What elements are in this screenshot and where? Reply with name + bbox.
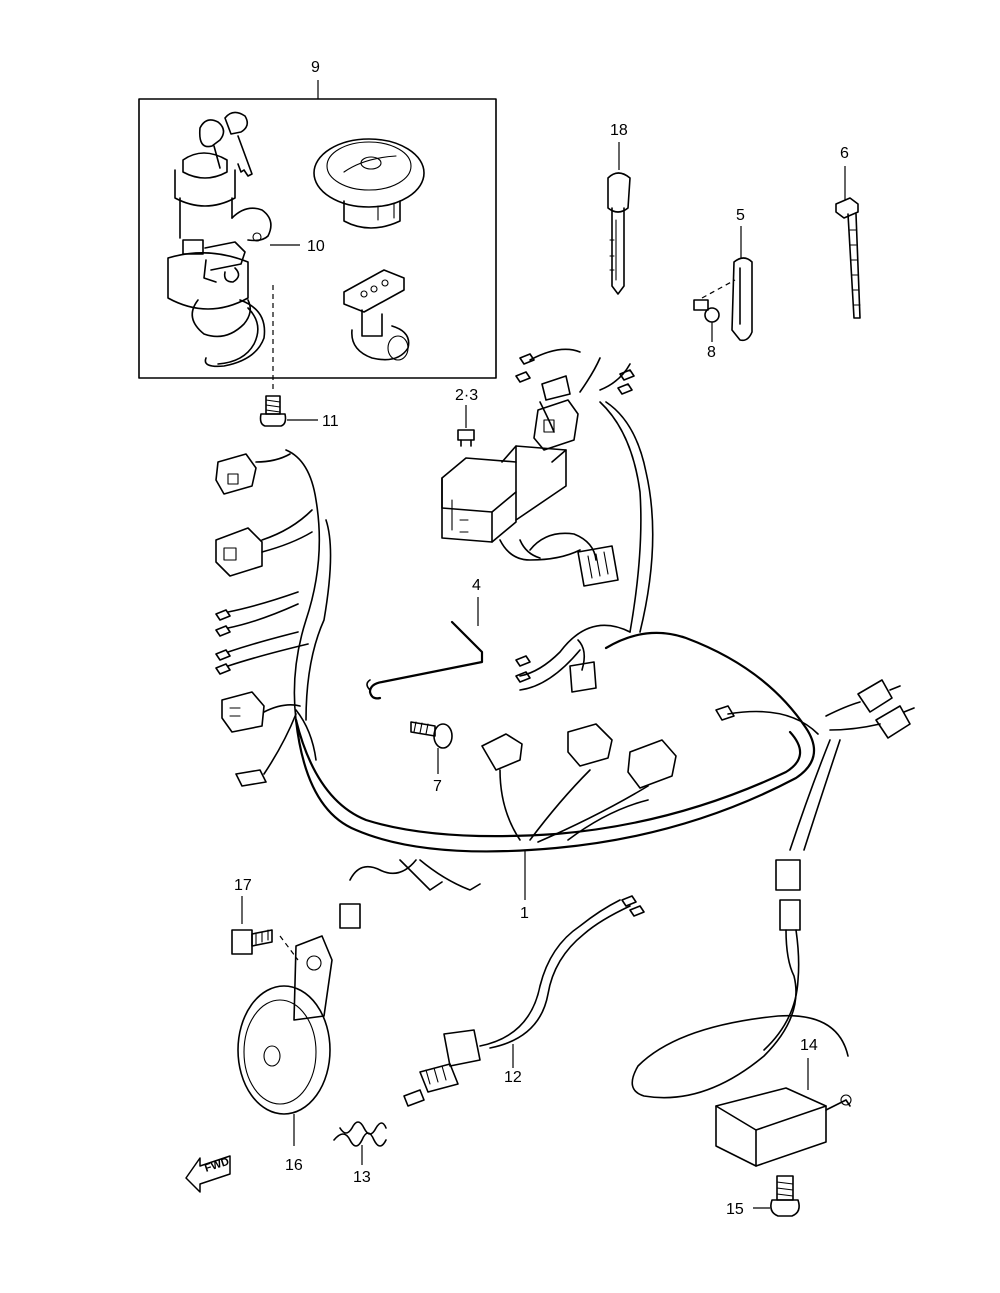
- callout-12: 12: [504, 1069, 522, 1086]
- callout-10: 10: [307, 238, 325, 255]
- callout-14: 14: [800, 1037, 818, 1054]
- callout-labels: 9 10 11 2·3 4 7 18 6 5 8 1 17 12 14 16 1…: [234, 59, 849, 1218]
- callout-4: 4: [472, 577, 481, 594]
- part-11-screw: [259, 395, 318, 427]
- connector-b: [215, 527, 263, 577]
- part-1-main-harness: [215, 348, 915, 931]
- part-16-horn: [237, 935, 333, 1146]
- part-7-screw: [410, 721, 453, 774]
- dashed-guide-8: [701, 279, 736, 299]
- part-10-ignition-switch: [167, 111, 272, 368]
- part-8-screw: [693, 299, 720, 342]
- part-2-3-fuse-box: [441, 405, 619, 587]
- fuel-cap-lock: [313, 138, 425, 229]
- part-14-switch: [631, 929, 852, 1167]
- part-4-rod: [366, 597, 484, 700]
- part-12-switch-cable: [403, 895, 645, 1107]
- callout-17: 17: [234, 877, 252, 894]
- part-18-key: [607, 142, 631, 295]
- part-9-lock-set-group: [138, 80, 497, 379]
- connector-d: [235, 769, 267, 787]
- callout-13: 13: [353, 1169, 371, 1186]
- callout-6: 6: [840, 145, 849, 162]
- callout-2-3: 2·3: [455, 387, 478, 404]
- callout-18: 18: [610, 122, 628, 139]
- forward-arrow-icon: FWD: [185, 1155, 231, 1193]
- callout-15: 15: [726, 1201, 744, 1218]
- callout-1: 1: [520, 905, 529, 922]
- part-15-bolt: [753, 1175, 800, 1217]
- part-6-cable-tie: [835, 166, 861, 319]
- seat-lock-cylinder: [343, 269, 410, 361]
- connector-a: [215, 453, 257, 495]
- callout-7: 7: [433, 778, 442, 795]
- part-13-spring: [333, 1121, 387, 1165]
- callout-8: 8: [707, 344, 716, 361]
- callout-11: 11: [322, 413, 339, 430]
- callout-9: 9: [311, 59, 320, 76]
- part-5-clamp: [731, 226, 753, 342]
- callout-16: 16: [285, 1157, 303, 1174]
- part-17-bolt: [231, 896, 299, 961]
- connector-c: [221, 691, 265, 733]
- callout-5: 5: [736, 207, 745, 224]
